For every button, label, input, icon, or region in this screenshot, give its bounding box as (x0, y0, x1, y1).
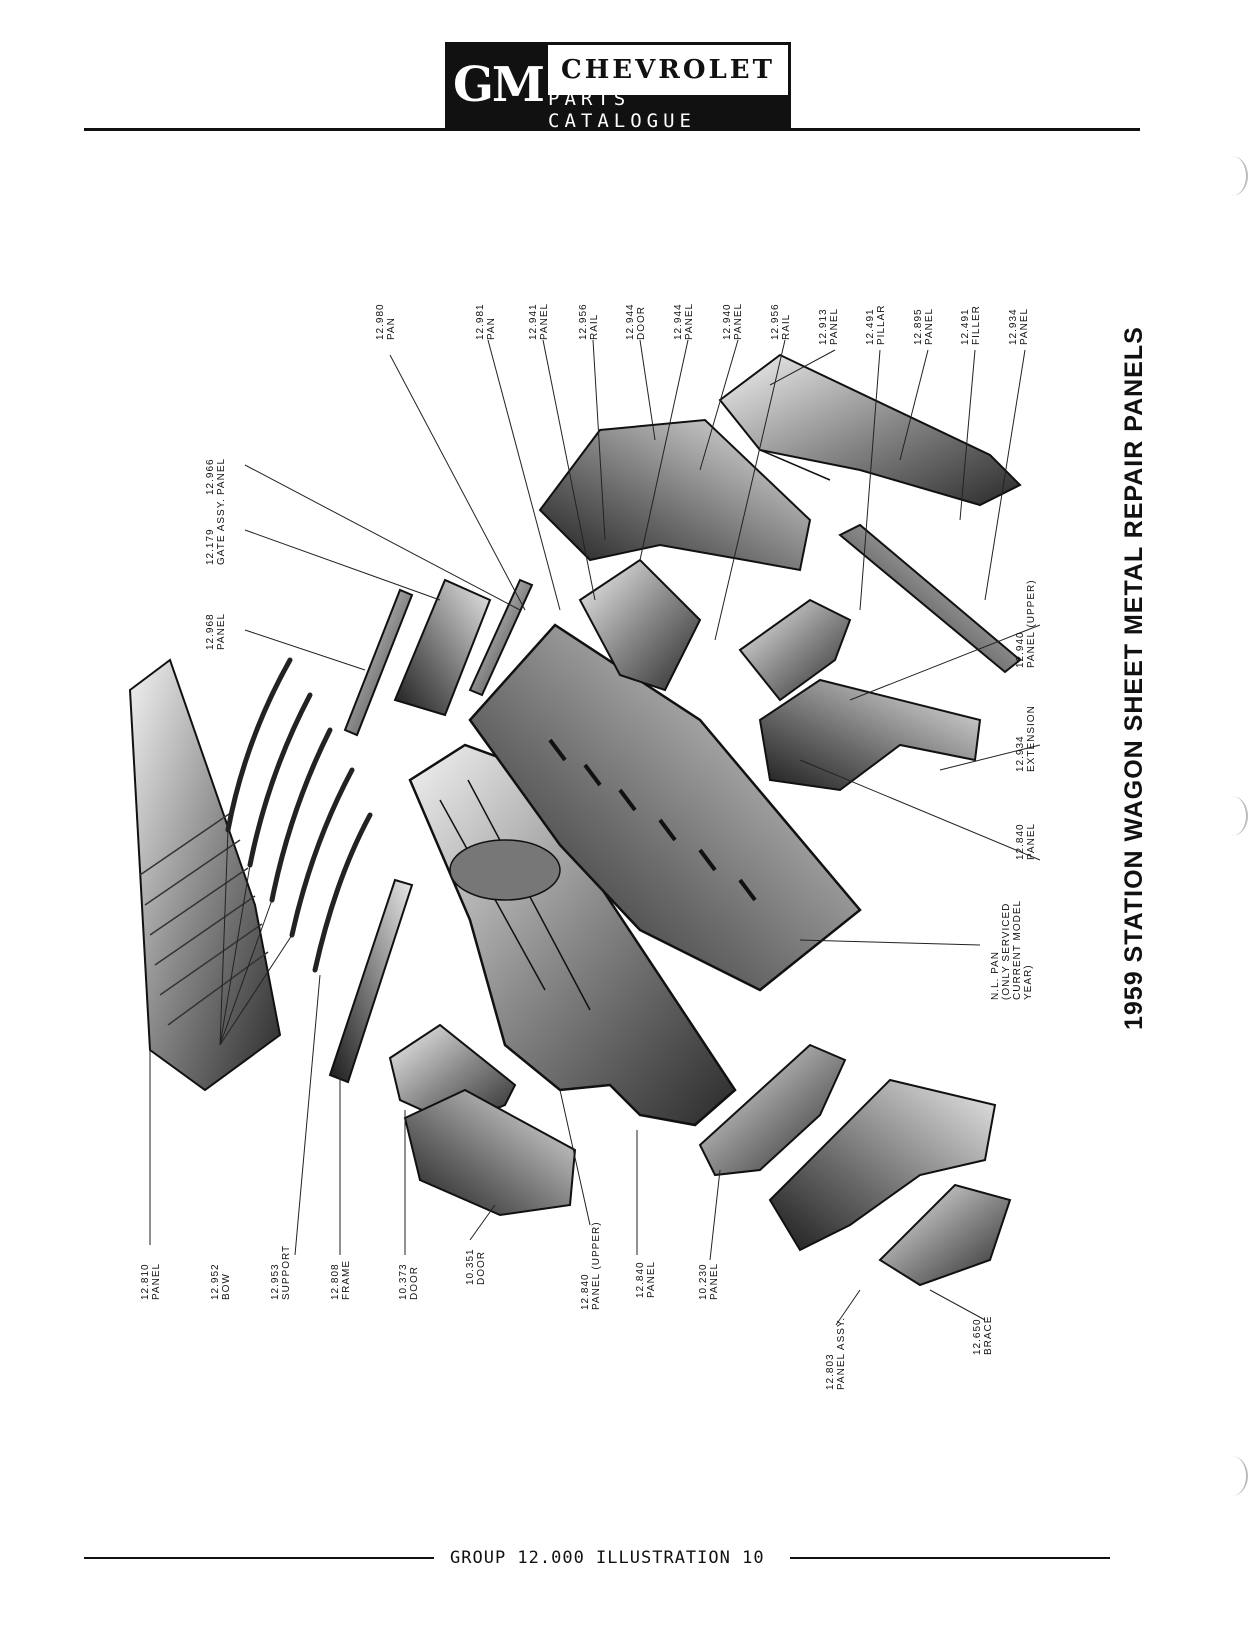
floor-pan-part (468, 623, 862, 992)
rocker-rail-part (838, 523, 1022, 674)
doors-part (388, 1023, 577, 1217)
tailgate-part (343, 578, 534, 737)
windshield-frame-part (328, 878, 414, 1084)
illustration-title: 1959 STATION WAGON SHEET METAL REPAIR PA… (1120, 326, 1148, 1030)
roof-bows-part (225, 657, 373, 973)
footer-rule-left (84, 1557, 434, 1559)
extension-panel-part (758, 678, 982, 792)
footer-rule-right (790, 1557, 1110, 1559)
illustration-caption: GROUP 12.000 ILLUSTRATION 10 (450, 1548, 765, 1568)
callout-leader-lines (149, 339, 1041, 1326)
side-panel-part (718, 353, 1022, 507)
brand-name: CHEVROLET (561, 55, 775, 85)
header-rule (84, 128, 1140, 131)
pillar-part (738, 598, 852, 702)
rear-quarter-panel-part (538, 418, 812, 692)
front-panels-part (698, 1043, 1012, 1287)
gm-logo-mark: GM (448, 45, 548, 125)
gm-chevrolet-logo: GM CHEVROLET PARTS CATALOGUE (445, 42, 791, 132)
catalog-header: GM CHEVROLET PARTS CATALOGUE (0, 0, 1252, 140)
